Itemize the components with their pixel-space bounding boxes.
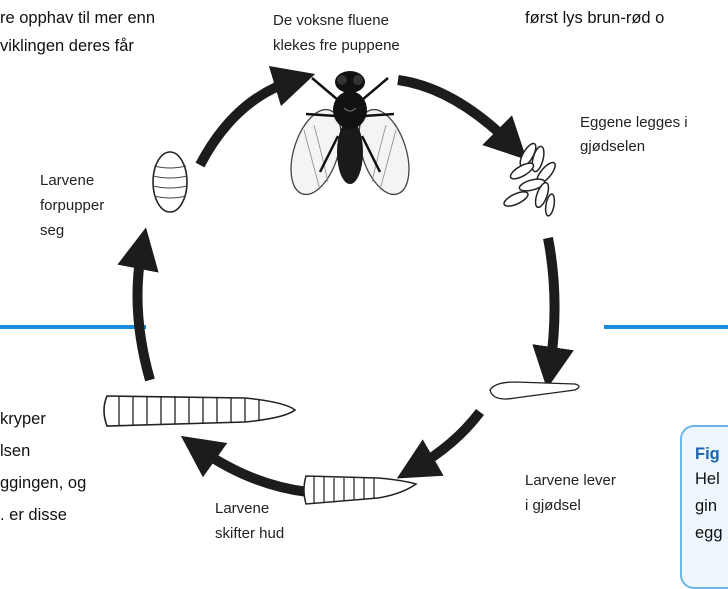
label-larva-molts-line-2: skifter hud — [215, 523, 284, 545]
molting-larva-icon — [304, 476, 416, 504]
label-larva-molts-line-1: Larvene — [215, 498, 269, 520]
label-eggs-line-2: gjødselen — [580, 136, 645, 158]
big-larva-icon — [104, 396, 295, 426]
label-larva-lives-line-1: Larvene lever — [525, 470, 616, 492]
arrow-adult-to-eggs — [398, 80, 512, 145]
label-pupate-line-2: forpupper — [40, 195, 104, 217]
label-adult-line-1: De voksne fluene — [273, 10, 389, 32]
label-adult-line-2: klekes fre puppene — [273, 35, 400, 57]
label-larva-lives-line-2: i gjødsel — [525, 495, 581, 517]
arrow-molt-to-big-larva — [198, 448, 308, 492]
small-larva-icon — [490, 382, 579, 399]
fly-icon — [281, 71, 418, 201]
eggs-icon — [502, 141, 558, 216]
pupa-icon — [153, 152, 187, 212]
label-pupate-line-3: seg — [40, 220, 64, 242]
fly-life-cycle-diagram — [0, 0, 728, 548]
arrow-larva-to-molt — [415, 412, 480, 468]
label-pupate-line-1: Larvene — [40, 170, 94, 192]
label-eggs-line-1: Eggene legges i — [580, 112, 688, 134]
arrow-eggs-to-larva — [548, 238, 555, 368]
arrow-big-larva-to-pupa — [138, 248, 151, 380]
arrow-pupa-to-adult — [200, 80, 295, 165]
